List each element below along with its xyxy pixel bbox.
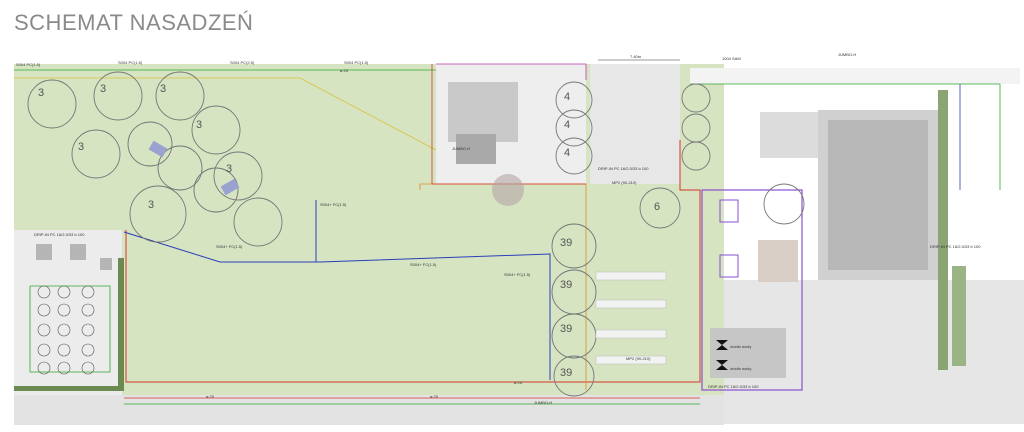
tree-label: 3: [78, 141, 84, 153]
diameter-label: ⌀ 25: [514, 380, 523, 385]
planter-box: [70, 244, 86, 260]
sprinkler-label: S004 PC(1.5): [118, 60, 143, 65]
shrub-group: [37, 285, 95, 375]
diameter-label: ⌀ 25: [206, 394, 215, 399]
paving-strip-bottom: [14, 395, 724, 425]
terrace: [448, 82, 518, 142]
pipe-blue-main: [123, 231, 551, 380]
sam-label: 1004 SAM: [722, 56, 741, 61]
drip-label: DRIP-IN PC 16/2.0/33 b 100: [598, 166, 649, 171]
tree-label: 3: [196, 119, 202, 131]
tree-label: 3: [226, 163, 232, 175]
sprinkler-label: S004 PC(1.5): [16, 62, 41, 67]
pool: [456, 134, 496, 164]
pipe-red-main: [125, 140, 701, 383]
tree-label: 3: [148, 199, 154, 211]
bench: [719, 199, 739, 223]
valve-icon: [716, 340, 728, 350]
planter-rows: [595, 271, 667, 365]
hedge-strip-top: [690, 68, 1020, 84]
mp-label: MP2 (90-210): [612, 180, 637, 185]
hedge-strip-right-2: [952, 266, 966, 366]
sprinkler-label: S004+ FC(1.5): [504, 272, 531, 277]
sprinkler-label: S004+ FC(1.5): [410, 262, 437, 267]
pipe-green-right: [690, 83, 1001, 190]
tree-label: 39: [560, 367, 572, 379]
sprinkler-label: S004 PC(1.5): [344, 60, 369, 65]
water-source-label: źródło wody: [730, 366, 751, 371]
page-title: SCHEMAT NASADZEŃ: [14, 10, 254, 35]
planter-box: [100, 258, 112, 270]
sprinkler-label: S004+ FC(1.5): [216, 244, 243, 249]
pipe-magenta: [436, 63, 587, 80]
tree-label: 39: [560, 237, 572, 249]
sprinkler-label: S004+ FC(1.5): [320, 202, 347, 207]
bench-blue: [148, 140, 168, 158]
tree-label: 39: [560, 279, 572, 291]
drip-zone-purple: [701, 189, 803, 391]
tree-label: 3: [100, 83, 106, 95]
pipe-green-left-box: [29, 285, 111, 373]
tree-label: 39: [560, 323, 572, 335]
bench-blue: [220, 178, 240, 196]
hedge-strip-right: [938, 90, 948, 370]
planter-box: [36, 244, 52, 260]
dimension-label: 7.40m: [630, 54, 642, 59]
diameter-label: ⌀ 25: [340, 68, 349, 73]
building-roof: [828, 120, 928, 270]
drip-label: DRIP-IN PC 16/2.0/33 b 100: [34, 232, 85, 237]
hedge-border-bottom: [14, 386, 124, 391]
tree-label: 3: [38, 87, 44, 99]
hedge-border-left: [118, 258, 124, 388]
terrace-right: [760, 112, 818, 158]
drip-label: DRIP-IN PC 16/2.0/33 b 100: [708, 384, 759, 389]
pipe-red-top: [431, 64, 586, 185]
paved-square: [758, 240, 798, 282]
tree-label: 4: [564, 147, 570, 159]
patio: [590, 64, 680, 184]
jumbo-label: JUMBO-H: [452, 146, 470, 151]
tree-label: 4: [564, 119, 570, 131]
water-source-label: źródło wody: [730, 344, 751, 349]
mp-label: MP2 (90-210): [626, 356, 651, 361]
tree-label: 6: [654, 201, 660, 213]
jumbo-label: JUMBO-H: [838, 52, 856, 57]
tree-canopy-shaded: [492, 174, 524, 206]
bench: [719, 254, 739, 278]
jumbo-label: JUMBO-H: [534, 400, 552, 405]
sprinkler-label: S004 PC(2.5): [230, 60, 255, 65]
pipe-yellow: [14, 77, 437, 151]
tree-label: 4: [564, 91, 570, 103]
tree-label: 3: [160, 83, 166, 95]
diameter-label: ⌀ 25: [430, 394, 439, 399]
valve-icon: [716, 360, 728, 370]
drip-label: DRIP-IN PC 16/2.0/33 b 100: [930, 244, 981, 249]
